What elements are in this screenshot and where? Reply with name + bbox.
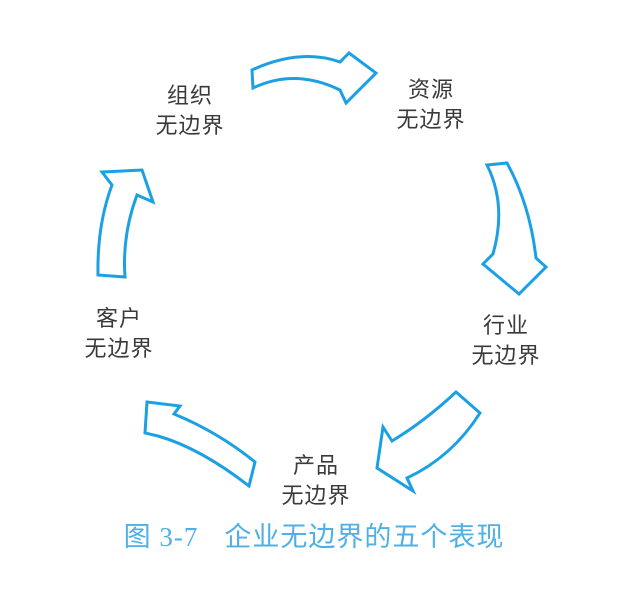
- node-product-label-line1: 产品: [292, 453, 339, 478]
- node-industry-label-line1: 行业: [482, 313, 529, 338]
- arrow-resources-to-industry-icon: [480, 161, 549, 297]
- node-industry-label-line2: 无边界: [471, 343, 541, 368]
- node-product-label-line2: 无边界: [281, 483, 351, 508]
- node-resources: 资源 无边界: [361, 75, 501, 135]
- node-customer-label-line1: 客户: [95, 306, 142, 331]
- node-resources-label-line1: 资源: [407, 77, 454, 102]
- node-resources-label-line2: 无边界: [396, 107, 466, 132]
- arrow-product-to-customer-icon: [143, 400, 257, 489]
- figure-caption-title: 企业无边界的五个表现: [224, 522, 505, 552]
- arrow-organization-to-resources-icon: [250, 51, 379, 106]
- figure-caption-number: 图 3-7: [123, 522, 199, 552]
- node-organization-label-line1: 组织: [166, 83, 213, 108]
- node-organization-label-line2: 无边界: [155, 113, 225, 138]
- figure-caption: 图 3-7 企业无边界的五个表现: [0, 521, 628, 553]
- arrow-industry-to-product-icon: [375, 389, 482, 496]
- node-customer: 客户 无边界: [49, 304, 189, 364]
- node-product: 产品 无边界: [246, 451, 386, 511]
- node-organization: 组织 无边界: [120, 81, 260, 141]
- node-industry: 行业 无边界: [436, 311, 576, 371]
- node-customer-label-line2: 无边界: [84, 336, 154, 361]
- arrow-customer-to-organization-icon: [96, 168, 156, 279]
